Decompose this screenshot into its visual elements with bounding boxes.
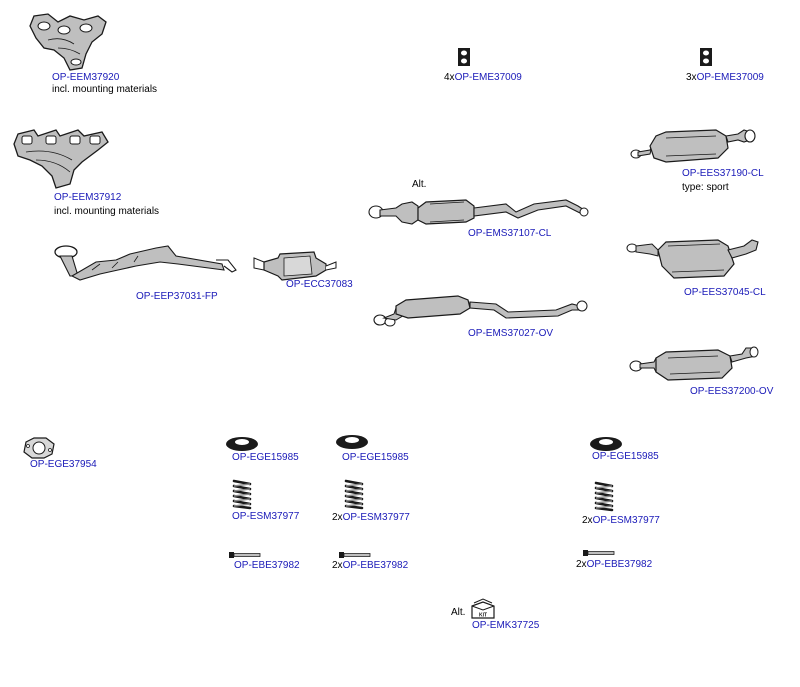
- part-code-link[interactable]: OP-EBE37982: [234, 560, 300, 571]
- part-label-mount-2: 3xOP-EME37009: [686, 72, 764, 84]
- exhaust-manifold-icon[interactable]: [28, 12, 110, 72]
- rubber-mount-icon[interactable]: [456, 46, 472, 68]
- part-code-link[interactable]: OP-EGE15985: [342, 452, 409, 463]
- part-code-link[interactable]: OP-EES37045-CL: [684, 287, 766, 298]
- bolt-icon[interactable]: [582, 548, 616, 558]
- part-code-link[interactable]: OP-ESM37977: [342, 512, 410, 523]
- part-code-link[interactable]: OP-EES37200-OV: [690, 386, 774, 397]
- quantity-label: 4x: [444, 72, 455, 83]
- part-code-link[interactable]: OP-EBE37982: [586, 559, 653, 570]
- sealing-ring-icon[interactable]: [224, 434, 260, 452]
- part-code-link[interactable]: OP-EGE37954: [30, 459, 97, 470]
- part-code-link[interactable]: OP-EEM37912: [54, 192, 122, 203]
- part-code-link[interactable]: OP-EMS37107-CL: [468, 228, 552, 239]
- flange-gasket-icon[interactable]: [22, 436, 56, 460]
- mounting-note: incl. mounting materials: [52, 84, 158, 95]
- middle-silencer-icon[interactable]: [366, 190, 592, 232]
- part-code-link[interactable]: OP-EEP37031-FP: [136, 291, 218, 302]
- part-label-bolt-2: 2xOP-EBE37982: [332, 560, 408, 572]
- part-code-link[interactable]: OP-EBE37982: [342, 560, 409, 571]
- part-code-link[interactable]: OP-EME37009: [454, 72, 522, 83]
- spring-icon[interactable]: [594, 480, 614, 512]
- part-code-link[interactable]: OP-EES37190-CL: [682, 168, 764, 179]
- part-code-link[interactable]: OP-EGE15985: [232, 452, 299, 463]
- mounting-note: incl. mounting materials: [54, 206, 160, 217]
- rear-silencer-sport-icon[interactable]: [626, 126, 760, 168]
- part-code-link[interactable]: OP-EMK37725: [472, 620, 540, 631]
- part-code-link[interactable]: OP-EGE15985: [592, 451, 659, 462]
- quantity-label: 3x: [686, 72, 697, 83]
- bolt-icon[interactable]: [338, 550, 372, 560]
- part-label-mount-1: 4xOP-EME37009: [444, 72, 522, 84]
- rear-silencer-oval-icon[interactable]: [626, 344, 766, 388]
- part-code-link[interactable]: OP-EME37009: [696, 72, 764, 83]
- alternative-note: Alt.: [412, 179, 427, 190]
- sealing-ring-icon[interactable]: [588, 434, 624, 452]
- part-label-spring-2: 2xOP-ESM37977: [332, 512, 410, 524]
- bolt-icon[interactable]: [228, 550, 262, 560]
- rear-silencer-icon[interactable]: [624, 236, 764, 282]
- part-code-link[interactable]: OP-ECC37083: [286, 279, 353, 290]
- type-note: type: sport: [682, 182, 729, 193]
- spring-icon[interactable]: [232, 478, 252, 510]
- part-code-link[interactable]: OP-ESM37977: [592, 515, 660, 526]
- quantity-label: 2x: [582, 515, 593, 526]
- part-code-link[interactable]: OP-EMS37027-OV: [468, 328, 554, 339]
- mounting-kit-icon[interactable]: KIT: [470, 598, 496, 620]
- rubber-mount-icon[interactable]: [698, 46, 714, 68]
- alternative-note: Alt.: [451, 607, 466, 618]
- exhaust-manifold-icon[interactable]: [12, 126, 112, 192]
- catalytic-converter-icon[interactable]: [252, 248, 338, 282]
- part-label-spring-3: 2xOP-ESM37977: [582, 515, 660, 527]
- part-code-link[interactable]: OP-EEM37920: [52, 72, 120, 83]
- quantity-label: 2x: [332, 512, 343, 523]
- sealing-ring-icon[interactable]: [334, 432, 370, 450]
- middle-silencer-icon[interactable]: [366, 292, 592, 332]
- part-code-link[interactable]: OP-ESM37977: [232, 511, 300, 522]
- spring-icon[interactable]: [344, 478, 364, 510]
- quantity-label: 2x: [576, 559, 587, 570]
- front-pipe-icon[interactable]: [52, 240, 238, 286]
- part-label-bolt-3: 2xOP-EBE37982: [576, 559, 652, 571]
- quantity-label: 2x: [332, 560, 343, 571]
- kit-box-text: KIT: [479, 613, 487, 619]
